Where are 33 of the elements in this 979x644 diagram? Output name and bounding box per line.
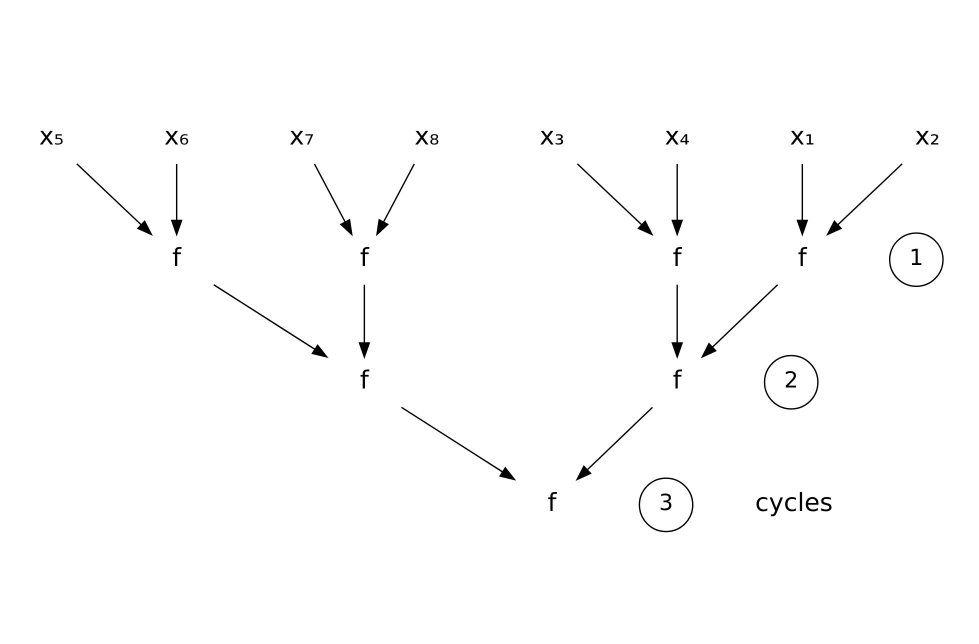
node-text: x₇ bbox=[289, 121, 314, 150]
node-text: f bbox=[360, 242, 369, 272]
arrow bbox=[700, 284, 778, 358]
arrow bbox=[314, 163, 353, 236]
node-text: x₄ bbox=[664, 121, 690, 150]
node-text: x₅ bbox=[39, 121, 64, 150]
arrow bbox=[213, 284, 328, 358]
node-text: f bbox=[360, 364, 369, 394]
arrow bbox=[826, 162, 903, 236]
arrow bbox=[576, 406, 653, 480]
node-text: x₆ bbox=[164, 121, 190, 150]
node-text: f bbox=[548, 488, 556, 517]
node-text: f bbox=[798, 242, 807, 272]
node-text: f bbox=[672, 364, 682, 394]
node-text: f bbox=[172, 242, 182, 272]
arrow bbox=[358, 284, 370, 358]
arrow bbox=[76, 162, 153, 236]
arrow bbox=[671, 163, 684, 236]
node-text: x₃ bbox=[540, 121, 564, 150]
label: 1 bbox=[909, 244, 924, 270]
node-text: x₂ bbox=[915, 121, 940, 150]
label: 2 bbox=[784, 367, 798, 394]
arrow bbox=[796, 163, 808, 236]
arrow bbox=[671, 284, 684, 358]
arrow bbox=[576, 162, 654, 236]
label: cycles bbox=[755, 488, 833, 517]
node-text: x₁ bbox=[790, 121, 815, 150]
label: 3 bbox=[659, 490, 674, 516]
arrow bbox=[401, 406, 516, 480]
arrow bbox=[170, 163, 182, 236]
node-text: f bbox=[672, 242, 682, 272]
node-text: x₈ bbox=[414, 121, 440, 150]
arrow bbox=[376, 163, 415, 236]
